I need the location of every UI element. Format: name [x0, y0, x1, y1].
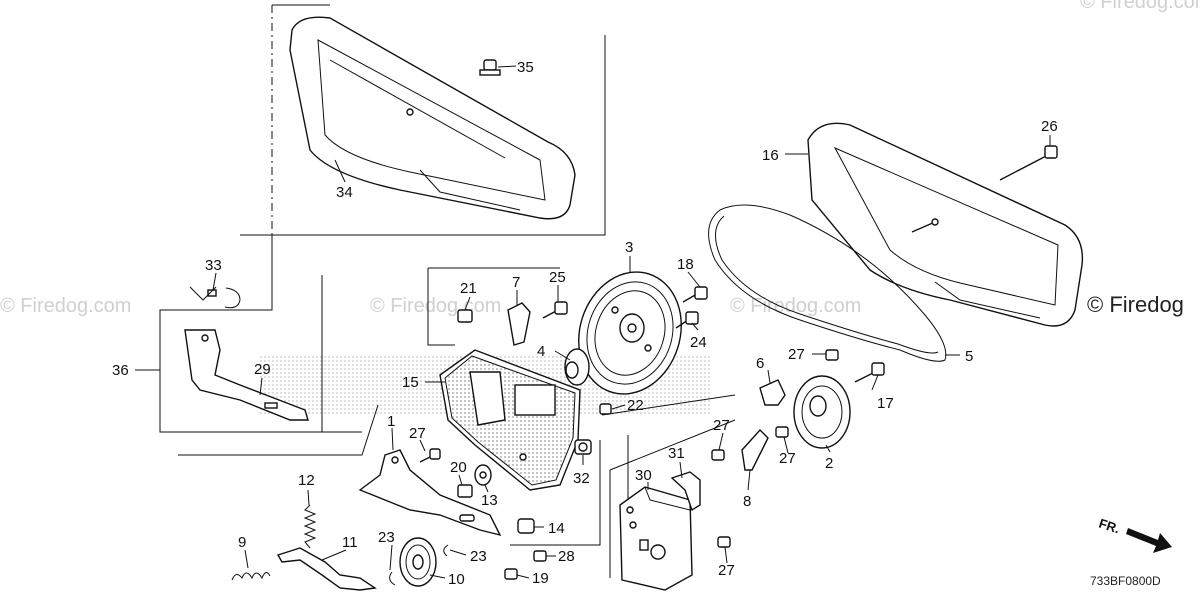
arrow-right-icon — [1126, 528, 1172, 553]
callout-14: 14 — [548, 520, 565, 537]
callout-27c: 27 — [779, 450, 796, 467]
bolt-24 — [675, 311, 699, 329]
callout-6: 6 — [756, 355, 764, 372]
direction-label: FR. — [1097, 516, 1122, 537]
bolt-18 — [682, 286, 708, 303]
callout-36: 36 — [112, 362, 129, 379]
bolt-25 — [542, 301, 568, 319]
callout-15: 15 — [402, 374, 419, 391]
clip-23b — [443, 544, 449, 557]
direction-indicator: FR. — [1097, 516, 1172, 553]
clip-33 — [207, 287, 241, 309]
bracket-6 — [759, 379, 786, 406]
callout-23b: 23 — [470, 548, 487, 565]
clip-23a — [389, 571, 396, 586]
watermark-2: © Firedog.com — [370, 295, 501, 317]
watermark-4: © Firedog.com — [1080, 0, 1200, 13]
callout-26: 26 — [1041, 118, 1058, 135]
callout-32: 32 — [573, 470, 590, 487]
callout-23a: 23 — [378, 529, 395, 546]
callout-24: 24 — [690, 334, 707, 351]
spring-9 — [231, 572, 271, 581]
bolt-27e — [717, 536, 731, 548]
callout-28: 28 — [558, 548, 575, 565]
callout-35: 35 — [517, 59, 534, 76]
bracket-29 — [184, 329, 309, 421]
callout-5: 5 — [965, 348, 973, 365]
bolt-21 — [457, 309, 473, 323]
bolt-19 — [504, 568, 518, 580]
bracket-plate-30 — [619, 486, 693, 591]
callout-33: 33 — [205, 257, 222, 274]
brand-text: © Firedog — [1087, 292, 1184, 317]
pulley-2 — [793, 375, 851, 449]
callout-1: 1 — [387, 413, 395, 430]
callout-30: 30 — [635, 467, 652, 484]
bolt-27a — [419, 448, 441, 463]
bracket-31 — [670, 471, 701, 512]
bolt-35 — [479, 59, 501, 76]
callout-22: 22 — [627, 397, 644, 414]
callout-11: 11 — [342, 534, 358, 551]
pulley-hub — [564, 348, 590, 386]
mounting-plate — [439, 349, 581, 491]
callout-17: 17 — [877, 395, 894, 412]
tension-arm-1 — [358, 449, 502, 537]
washer-20 — [457, 484, 473, 498]
callout-27d: 27 — [713, 417, 730, 434]
callout-27a: 27 — [409, 425, 426, 442]
callout-16: 16 — [762, 147, 779, 164]
bolt-27b — [825, 349, 839, 361]
drive-belt — [708, 204, 947, 362]
callout-19: 19 — [532, 570, 549, 587]
callout-2: 2 — [825, 455, 833, 472]
callout-9: 9 — [238, 534, 246, 551]
callout-31: 31 — [668, 445, 685, 462]
leader-lines — [135, 65, 1051, 579]
spring-12 — [303, 504, 317, 549]
callout-4: 4 — [537, 343, 545, 360]
bolt-26 — [999, 145, 1058, 181]
nut-13 — [474, 464, 492, 486]
callout-12: 12 — [298, 472, 315, 489]
diagram-code: 733BF0800D — [1090, 574, 1161, 588]
block-14 — [517, 518, 535, 534]
pulley-large — [578, 271, 682, 395]
arm-11 — [276, 547, 377, 591]
callout-25: 25 — [549, 269, 566, 286]
watermark-1: © Firedog.com — [0, 295, 131, 317]
cover-stud — [911, 218, 939, 233]
bracket-7 — [507, 302, 531, 346]
callout-18: 18 — [677, 256, 694, 273]
bolt-28 — [533, 550, 547, 562]
callout-20: 20 — [450, 459, 467, 476]
callout-7: 7 — [512, 274, 520, 291]
watermark-3: © Firedog.com — [730, 295, 861, 317]
bolt-27d — [711, 449, 725, 461]
callout-8: 8 — [743, 493, 751, 510]
callout-3: 3 — [625, 239, 633, 256]
callout-10: 10 — [448, 571, 465, 588]
callout-21: 21 — [460, 280, 477, 297]
callout-numbers: 35 34 16 26 5 3 21 7 25 4 18 24 15 22 32… — [112, 59, 1058, 588]
nut-32 — [574, 439, 592, 455]
pulley-small-10 — [399, 537, 437, 587]
link-8 — [741, 428, 769, 471]
callout-29: 29 — [254, 361, 271, 378]
callout-27b: 27 — [788, 346, 805, 363]
callout-13: 13 — [481, 492, 498, 509]
bolt-27c — [775, 426, 789, 438]
callout-27e: 27 — [718, 562, 735, 579]
bolt-22 — [599, 403, 612, 415]
belt-cover-upper — [289, 16, 576, 220]
callout-34: 34 — [336, 184, 353, 201]
belt-cover-lower — [807, 122, 1084, 327]
bolt-17 — [854, 362, 885, 383]
